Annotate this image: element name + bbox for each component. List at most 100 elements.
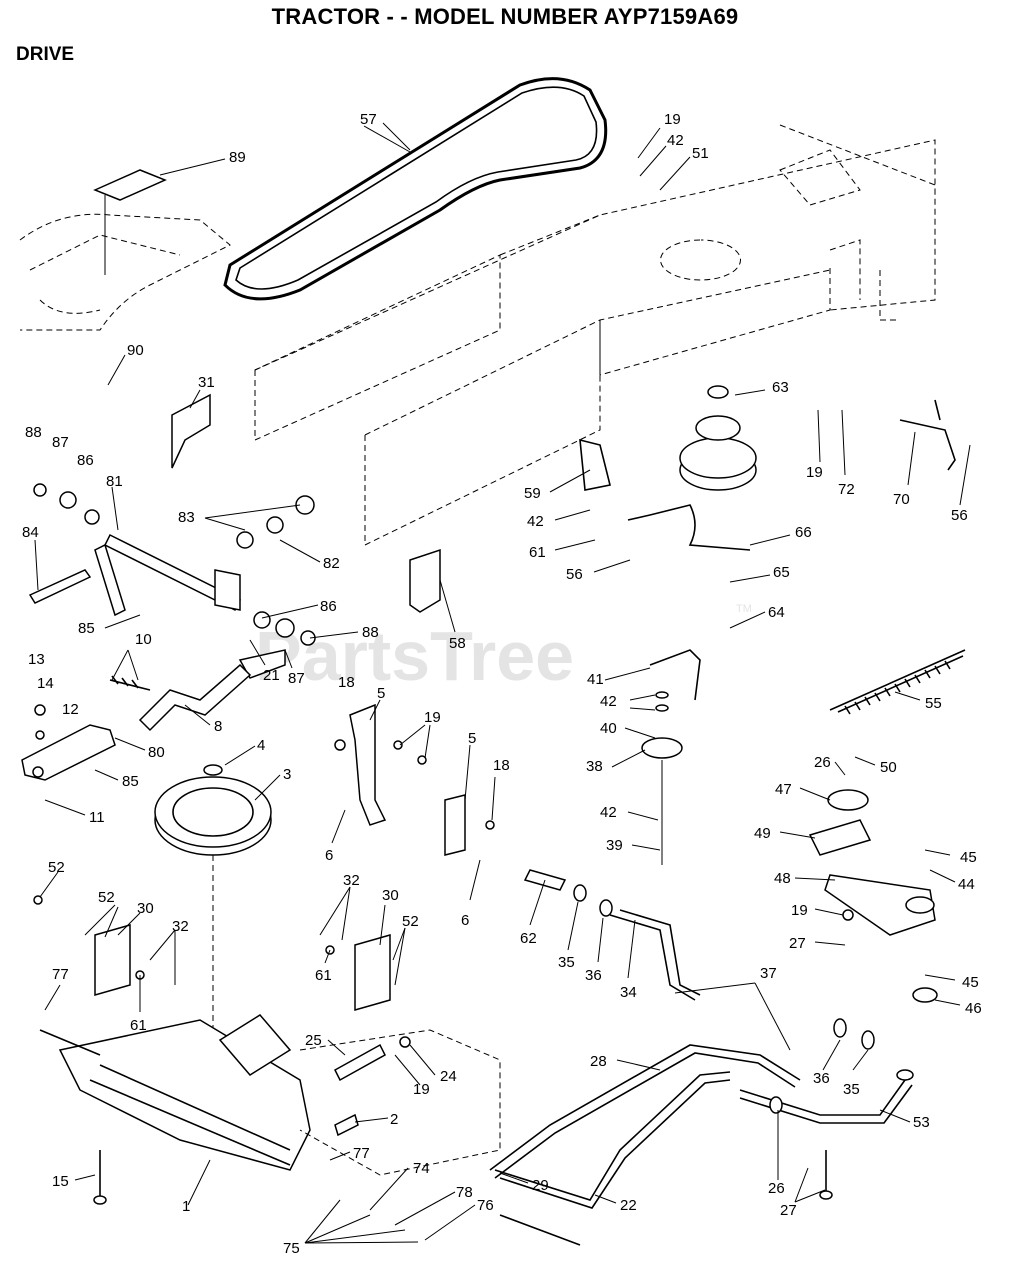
- watermark-text: PartsTree: [255, 617, 574, 695]
- callout-26: 26: [814, 754, 831, 771]
- callout-86: 86: [77, 452, 94, 469]
- callout-34: 34: [620, 984, 637, 1001]
- callout-62: 62: [520, 930, 537, 947]
- idler-arm-assembly: [808, 789, 938, 1003]
- lever-linkage: [21, 663, 252, 781]
- callout-44: 44: [958, 876, 975, 893]
- callout-31: 31: [198, 374, 215, 391]
- pulley-38: [641, 691, 683, 865]
- callout-26: 26: [768, 1180, 785, 1197]
- callout-18: 18: [493, 757, 510, 774]
- callout-35: 35: [558, 954, 575, 971]
- callout-61: 61: [315, 967, 332, 984]
- callout-18: 18: [338, 674, 355, 691]
- spring-rods: [579, 399, 956, 551]
- callout-2: 2: [390, 1111, 398, 1128]
- callout-57: 57: [360, 111, 377, 128]
- callout-53: 53: [913, 1114, 930, 1131]
- callout-6: 6: [461, 912, 469, 929]
- callout-70: 70: [893, 491, 910, 508]
- callout-11: 11: [89, 809, 105, 826]
- shaft-34: [523, 869, 701, 1001]
- callout-61: 61: [130, 1017, 147, 1034]
- callout-19: 19: [791, 902, 808, 919]
- callout-83: 83: [178, 509, 195, 526]
- callout-82: 82: [323, 555, 340, 572]
- callout-3: 3: [283, 766, 291, 783]
- callout-labels: 57 19 42 51 89 90 31 88 87 86 81 84 83 8…: [22, 111, 982, 1257]
- callout-76: 76: [477, 1197, 494, 1214]
- callout-40: 40: [600, 720, 617, 737]
- callout-29: 29: [532, 1177, 549, 1194]
- callout-64: 64: [768, 604, 785, 621]
- diagram-title: TRACTOR - - MODEL NUMBER AYP7159A69: [271, 4, 739, 29]
- callout-27: 27: [789, 935, 806, 952]
- callout-6: 6: [325, 847, 333, 864]
- callout-42: 42: [600, 693, 617, 710]
- callout-72: 72: [838, 481, 855, 498]
- callout-42: 42: [600, 804, 617, 821]
- callout-5: 5: [377, 685, 385, 702]
- callout-37: 37: [760, 965, 777, 982]
- callout-87: 87: [288, 670, 305, 687]
- callout-39: 39: [606, 837, 623, 854]
- callout-8: 8: [214, 718, 222, 735]
- mounting-plate: [299, 1029, 501, 1176]
- callout-30: 30: [137, 900, 154, 917]
- callout-47: 47: [775, 781, 792, 798]
- callout-85: 85: [122, 773, 139, 790]
- callout-38: 38: [586, 758, 603, 775]
- section-label: DRIVE: [16, 44, 75, 65]
- callout-1: 1: [182, 1198, 190, 1215]
- callout-5: 5: [468, 730, 476, 747]
- callout-78: 78: [456, 1184, 473, 1201]
- bolt-27: [819, 1150, 833, 1200]
- callout-85: 85: [78, 620, 95, 637]
- callout-48: 48: [774, 870, 791, 887]
- callout-52: 52: [402, 913, 419, 930]
- callout-25: 25: [305, 1032, 322, 1049]
- callout-30: 30: [382, 887, 399, 904]
- callout-56: 56: [566, 566, 583, 583]
- callout-36: 36: [585, 967, 602, 984]
- callout-84: 84: [22, 524, 39, 541]
- callout-56: 56: [951, 507, 968, 524]
- callout-24: 24: [440, 1068, 457, 1085]
- callout-90: 90: [127, 342, 144, 359]
- callout-35: 35: [843, 1081, 860, 1098]
- callout-55: 55: [925, 695, 942, 712]
- rod-41: [649, 649, 701, 701]
- rods-28-22-53: [489, 1018, 914, 1246]
- callout-15: 15: [52, 1173, 69, 1190]
- callout-87: 87: [52, 434, 69, 451]
- callout-4: 4: [257, 737, 265, 754]
- callout-32: 32: [172, 918, 189, 935]
- callout-12: 12: [62, 701, 79, 718]
- callout-58: 58: [449, 635, 466, 652]
- callout-81: 81: [106, 473, 123, 490]
- callout-13: 13: [28, 651, 45, 668]
- springs-25-2: [334, 1036, 411, 1137]
- callout-74: 74: [413, 1160, 430, 1177]
- callout-52: 52: [98, 889, 115, 906]
- callout-19: 19: [664, 111, 681, 128]
- callout-49: 49: [754, 825, 771, 842]
- callout-19: 19: [413, 1081, 430, 1098]
- callout-52: 52: [48, 859, 65, 876]
- bolt-15: [93, 1150, 107, 1205]
- callout-89: 89: [229, 149, 246, 166]
- callout-32: 32: [343, 872, 360, 889]
- callout-75: 75: [283, 1240, 300, 1257]
- callout-65: 65: [773, 564, 790, 581]
- callout-63: 63: [772, 379, 789, 396]
- callout-88: 88: [362, 624, 379, 641]
- callout-61: 61: [529, 544, 546, 561]
- fender-outline: [19, 213, 231, 331]
- shift-brackets: [33, 895, 391, 1011]
- callout-22: 22: [620, 1197, 637, 1214]
- bracket-89: [93, 169, 167, 275]
- callout-86: 86: [320, 598, 337, 615]
- frame-chassis: [254, 124, 936, 546]
- callout-46: 46: [965, 1000, 982, 1017]
